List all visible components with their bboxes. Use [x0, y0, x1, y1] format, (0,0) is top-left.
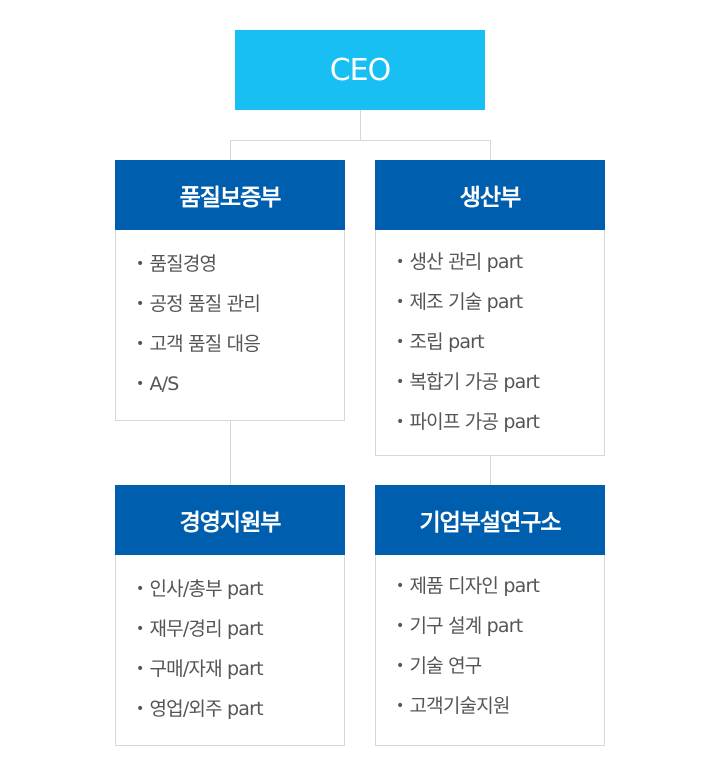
- list-item: 기구 설계 part: [396, 612, 604, 652]
- connector: [360, 110, 361, 140]
- list-item: 복합기 가공 part: [396, 368, 604, 408]
- connector: [230, 420, 231, 485]
- list-item: 고객기술지원: [396, 692, 604, 732]
- dept-title: 품질보증부: [115, 160, 345, 230]
- list-item: 영업/외주 part: [136, 695, 344, 735]
- list-item: 조립 part: [396, 328, 604, 368]
- dept-management: 경영지원부 인사/총부 part재무/경리 part구매/자재 part영업/외…: [115, 485, 345, 746]
- list-item: 품질경영: [136, 250, 344, 290]
- list-item: 고객 품질 대응: [136, 330, 344, 370]
- dept-title: 기업부설연구소: [375, 485, 605, 555]
- connector: [230, 140, 231, 160]
- connector: [490, 455, 491, 485]
- list-item: 생산 관리 part: [396, 248, 604, 288]
- list-item: A/S: [136, 370, 344, 410]
- list-item: 구매/자재 part: [136, 655, 344, 695]
- connector: [230, 140, 491, 141]
- list-item: 기술 연구: [396, 652, 604, 692]
- list-item: 재무/경리 part: [136, 615, 344, 655]
- dept-production: 생산부 생산 관리 part제조 기술 part조립 part복합기 가공 pa…: [375, 160, 605, 456]
- list-item: 제품 디자인 part: [396, 572, 604, 612]
- list-item: 공정 품질 관리: [136, 290, 344, 330]
- dept-research: 기업부설연구소 제품 디자인 part기구 설계 part기술 연구고객기술지원: [375, 485, 605, 746]
- list-item: 인사/총부 part: [136, 575, 344, 615]
- list-item: 파이프 가공 part: [396, 408, 604, 448]
- dept-title: 경영지원부: [115, 485, 345, 555]
- connector: [490, 140, 491, 160]
- dept-quality: 품질보증부 품질경영공정 품질 관리고객 품질 대응A/S: [115, 160, 345, 421]
- ceo-box: CEO: [235, 30, 485, 110]
- dept-title: 생산부: [375, 160, 605, 230]
- list-item: 제조 기술 part: [396, 288, 604, 328]
